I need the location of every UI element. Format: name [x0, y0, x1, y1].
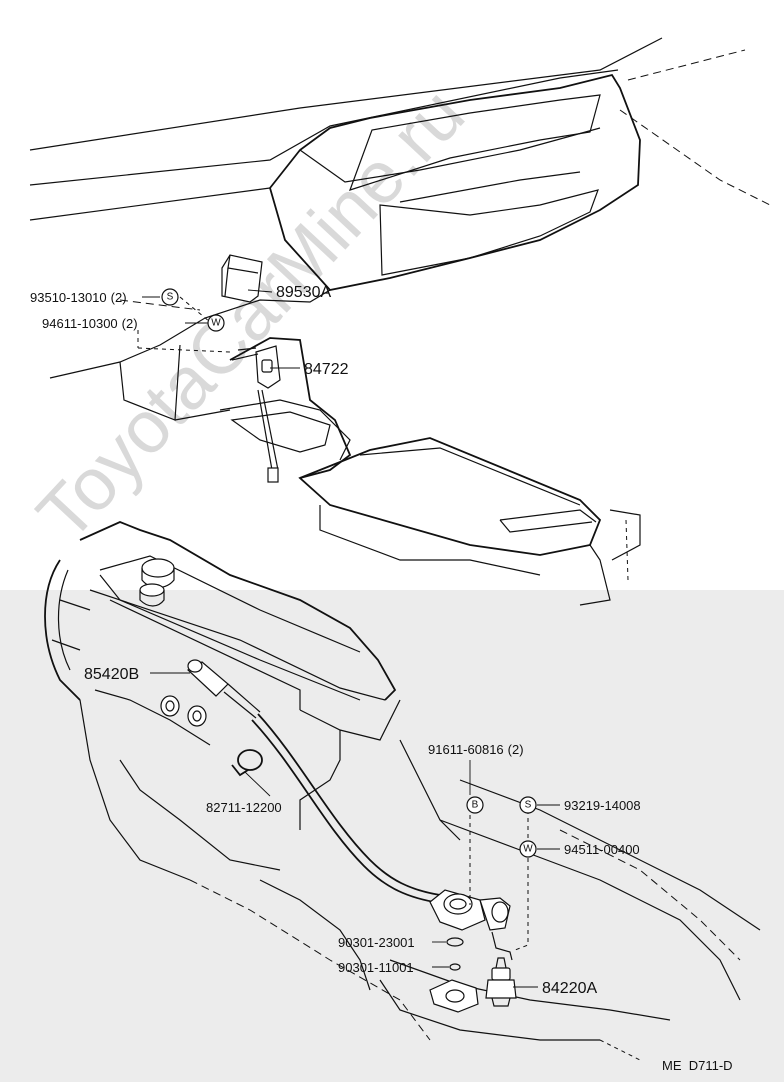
label-84722: 84722 [304, 361, 349, 378]
switch-84722 [231, 345, 281, 389]
svg-text:W: W [523, 844, 533, 855]
speedometer-cable [257, 713, 441, 896]
callout-leaders [137, 289, 560, 988]
label-90301-23001: 90301-23001 [338, 935, 415, 950]
svg-text:W: W [211, 318, 221, 329]
part-no: 91611-60816 [428, 742, 504, 757]
svg-text:B: B [472, 800, 479, 811]
symbol-S-lower: S [519, 796, 537, 814]
label-94511-00400: 94511-00400 [564, 842, 640, 857]
symbol-S-upper: S [161, 288, 179, 306]
part-no: 94611-10300 [42, 316, 118, 331]
switch-84220A [485, 957, 517, 1007]
label-93510-13010: 93510-13010 (2) [30, 290, 127, 305]
symbol-B-lower: B [466, 796, 484, 814]
diagram-code: ME D711-D [662, 1058, 733, 1073]
svg-text:S: S [167, 292, 174, 303]
qty: (2) [111, 290, 127, 305]
label-85420B: 85420B [84, 666, 139, 683]
label-89530A: 89530A [276, 284, 331, 301]
label-84220A: 84220A [542, 980, 597, 997]
label-94611-10300: 94611-10300 (2) [42, 316, 138, 331]
cable-coupling [429, 889, 513, 961]
label-91611-60816: 91611-60816 (2) [428, 742, 524, 757]
symbol-W-upper: W [207, 314, 225, 332]
label-82711-12200: 82711-12200 [206, 800, 282, 815]
label-93219-14008: 93219-14008 [564, 798, 641, 813]
qty: (2) [508, 742, 524, 757]
svg-text:S: S [525, 800, 532, 811]
label-90301-11001: 90301-11001 [338, 960, 414, 975]
watermark: ToyotaCarMine.ru [21, 72, 480, 556]
connector-85420B [186, 659, 261, 719]
part-no: 93510-13010 [30, 290, 107, 305]
relay-89530A [221, 254, 263, 303]
dashboard-illustration [29, 37, 771, 606]
qty: (2) [122, 316, 138, 331]
clamp-82711 [231, 749, 263, 777]
engine-illustration [44, 521, 761, 1061]
symbol-W-lower: W [519, 840, 537, 858]
lower-background [0, 590, 784, 1082]
